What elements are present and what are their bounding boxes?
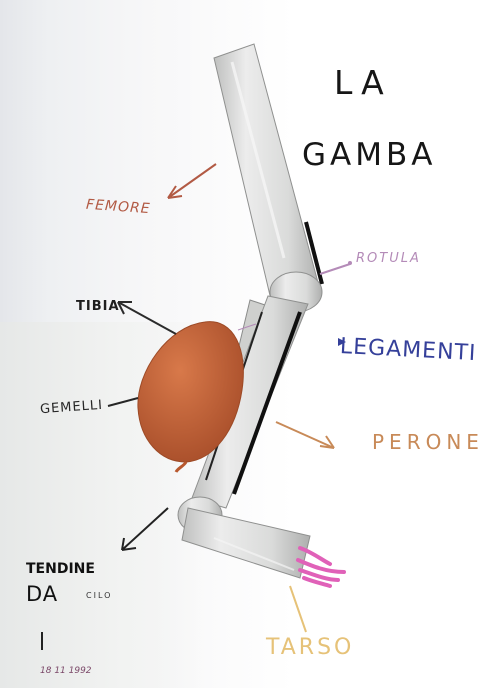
label-tibia: TIBIA — [76, 300, 120, 313]
gemelli-line — [108, 398, 138, 406]
perone-arrow — [276, 422, 334, 448]
foot-bone — [182, 508, 310, 578]
label-rotula: ROTULA — [356, 252, 421, 265]
title-la: LA — [334, 66, 392, 99]
femore-arrow — [168, 164, 216, 198]
label-cilo: CILO — [86, 592, 112, 600]
label-tendine: TENDINE — [26, 562, 95, 576]
rotula-arrow — [320, 261, 352, 274]
tarso-arrow — [290, 586, 306, 632]
tibia-arrow — [118, 302, 176, 334]
label-femore: FEMORE — [86, 198, 151, 216]
label-tarso: TARSO — [266, 637, 354, 659]
label-da: DA — [26, 584, 58, 605]
label-perone: PERONE — [372, 432, 484, 452]
date-label: 18 11 1992 — [40, 667, 92, 676]
femur-bone — [214, 44, 322, 304]
title-gamba: GAMBA — [302, 140, 436, 171]
tendine-arrow — [122, 508, 168, 550]
